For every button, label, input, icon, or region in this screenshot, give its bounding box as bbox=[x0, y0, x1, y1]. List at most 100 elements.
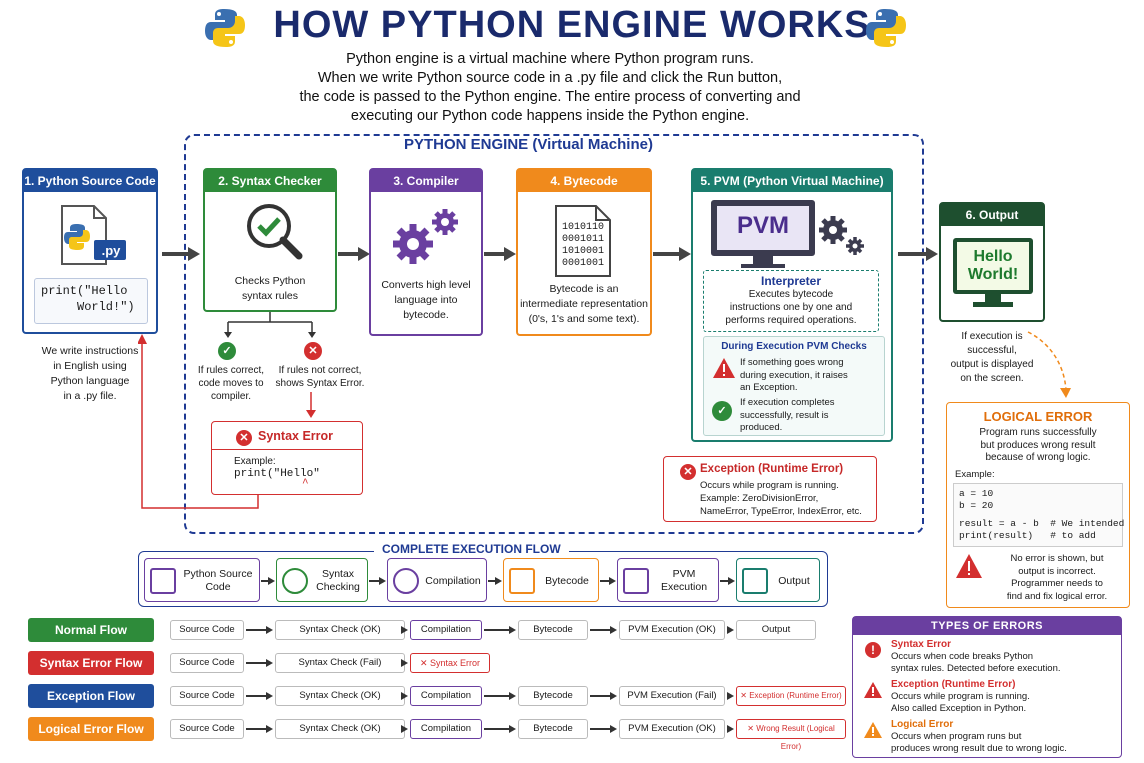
python-logo-icon bbox=[866, 9, 906, 47]
syntax-error-title: Syntax Error bbox=[258, 429, 334, 443]
logical-error-note: No error is shown, but output is incorre… bbox=[989, 553, 1125, 603]
flow-step: Python Source Code bbox=[144, 558, 260, 602]
python-logo-icon bbox=[205, 9, 245, 47]
note-line: If execution is bbox=[961, 331, 1023, 342]
flow-arrow bbox=[720, 577, 735, 585]
flow-row-step: Syntax Check (OK) bbox=[275, 620, 405, 640]
engine-title-sub: (Virtual Machine) bbox=[532, 136, 653, 153]
flow-step-label: Python Source Code bbox=[183, 568, 253, 593]
flow-row-step-label: Syntax Error bbox=[430, 658, 481, 668]
down-arrow bbox=[306, 392, 316, 418]
bits-line: 1010001 bbox=[562, 246, 605, 257]
flow-row-step-label: Syntax Check (OK) bbox=[299, 624, 381, 635]
pvm-card: 5. PVM (Python Virtual Machine) PVM Inte… bbox=[691, 168, 893, 442]
source-file-icon bbox=[150, 568, 176, 594]
flow-row-step: PVM Execution (Fail) bbox=[619, 686, 725, 706]
flow-arrow bbox=[488, 577, 502, 585]
flow-row-step-label: PVM Execution (OK) bbox=[628, 624, 716, 635]
note-line: Python language bbox=[50, 375, 130, 387]
warning-icon bbox=[713, 358, 735, 378]
execution-flow-title: COMPLETE EXECUTION FLOW bbox=[374, 542, 569, 556]
flow-arrow bbox=[246, 626, 273, 634]
source-code-note: We write instructions in English using P… bbox=[22, 344, 158, 404]
check-success-text: If execution completes successfully, res… bbox=[740, 397, 835, 435]
compiler-card: 3. Compiler Converts high level language… bbox=[369, 168, 483, 336]
flow-row-step: Source Code bbox=[170, 620, 244, 640]
flow-row-step-label: Compilation bbox=[420, 624, 472, 635]
flow-row-step-label: Compilation bbox=[420, 723, 472, 734]
syntax-error-code: print("Hello" bbox=[234, 468, 320, 480]
text-line: output is incorrect. bbox=[1018, 565, 1096, 577]
flow-arrow bbox=[401, 626, 408, 634]
py-file-icon bbox=[61, 205, 126, 265]
flow-arrow bbox=[401, 659, 408, 667]
intro-line: executing our Python code happens inside… bbox=[350, 108, 750, 124]
compiler-text: Converts high level language into byteco… bbox=[371, 278, 481, 323]
bytecode-icon bbox=[509, 568, 535, 594]
note-line: output is displayed bbox=[950, 359, 1034, 370]
flow-row-step: Source Code bbox=[170, 719, 244, 739]
flow-row-step-label: Exception (Runtime Error) bbox=[749, 691, 842, 700]
flow-step-label: PVM Execution bbox=[660, 568, 708, 593]
text-line: (0's, 1's and some text). bbox=[528, 313, 640, 325]
text-line: NameError, TypeError, IndexError, etc. bbox=[700, 506, 862, 517]
interpreter-text: Executes bytecode instructions one by on… bbox=[704, 288, 878, 327]
flow-arrow bbox=[898, 247, 938, 261]
example-label: Example: bbox=[234, 456, 276, 467]
text-line: performs required operations. bbox=[725, 315, 857, 326]
syntax-checker-card: 2. Syntax Checker Checks Python syntax r… bbox=[203, 168, 337, 312]
text-line: Checks Python bbox=[234, 275, 306, 287]
ok-check-icon: ✓ bbox=[218, 341, 236, 360]
pvm-title: 5. PVM (Python Virtual Machine) bbox=[693, 170, 891, 192]
screen-line: World! bbox=[967, 266, 1019, 283]
flow-row-step: Syntax Check (OK) bbox=[275, 686, 405, 706]
code-line: print(result) # to add bbox=[959, 530, 1096, 541]
flow-arrow bbox=[246, 725, 273, 733]
engine-title: PYTHON ENGINE (Virtual Machine) bbox=[404, 136, 653, 153]
interpreter-title: Interpreter bbox=[760, 274, 822, 288]
text-line: shows Syntax Error. bbox=[275, 378, 365, 389]
interpreter-box: Interpreter Executes bytecode instructio… bbox=[703, 270, 879, 332]
warning-icon bbox=[864, 722, 882, 738]
flow-row-step-label: Source Code bbox=[179, 723, 235, 734]
flow-row-step: Compilation bbox=[410, 686, 482, 706]
flow-arrow bbox=[590, 725, 617, 733]
intro-text: Python engine is a virtual machine where… bbox=[270, 50, 830, 126]
note-line: in a .py file. bbox=[63, 390, 117, 402]
flow-row-step: Compilation bbox=[410, 620, 482, 640]
pvm-screen-label: PVM bbox=[736, 212, 789, 239]
bytecode-document-icon bbox=[555, 205, 611, 277]
text-line: instructions one by one and bbox=[729, 302, 853, 313]
error-x-icon: ✕ bbox=[680, 462, 696, 480]
text-line: syntax rules. Detected before execution. bbox=[891, 663, 1061, 674]
flow-arrow bbox=[162, 247, 200, 261]
flow-row-step-label: Output bbox=[761, 624, 791, 635]
text-line: Programmer needs to bbox=[1011, 578, 1103, 589]
pvm-checks-box: During Execution PVM Checks If something… bbox=[703, 336, 885, 436]
flow-row-step-label: Syntax Check (Fail) bbox=[298, 657, 382, 668]
pvm-icon bbox=[623, 568, 649, 594]
output-screen-text: Hello World! bbox=[955, 248, 1031, 284]
output-card: 6. Output Hello World! bbox=[939, 202, 1045, 322]
text-line: If something goes wrong bbox=[740, 357, 844, 368]
flow-step-label: Compilation bbox=[425, 574, 481, 587]
text-line: code moves to bbox=[198, 378, 264, 389]
flow-step: Compilation bbox=[387, 558, 487, 602]
code-line: a = 10 bbox=[959, 488, 994, 499]
type-name: Logical Error bbox=[891, 719, 954, 730]
flow-row-step-label: PVM Execution (OK) bbox=[628, 723, 716, 734]
flow-arrow bbox=[590, 692, 617, 700]
flow-arrow bbox=[590, 626, 617, 634]
bits-line: 0001001 bbox=[562, 258, 605, 269]
logical-error-title: LOGICAL ERROR bbox=[983, 409, 1093, 424]
flow-row-step-label: Syntax Check (OK) bbox=[299, 723, 381, 734]
flow-step: Syntax Checking bbox=[276, 558, 368, 602]
text-line: If rules correct, bbox=[197, 365, 265, 376]
flow-row-step: Bytecode bbox=[518, 719, 588, 739]
flow-arrow bbox=[727, 692, 734, 700]
note-line: successful, bbox=[967, 345, 1017, 356]
text-line: syntax rules bbox=[241, 290, 299, 302]
